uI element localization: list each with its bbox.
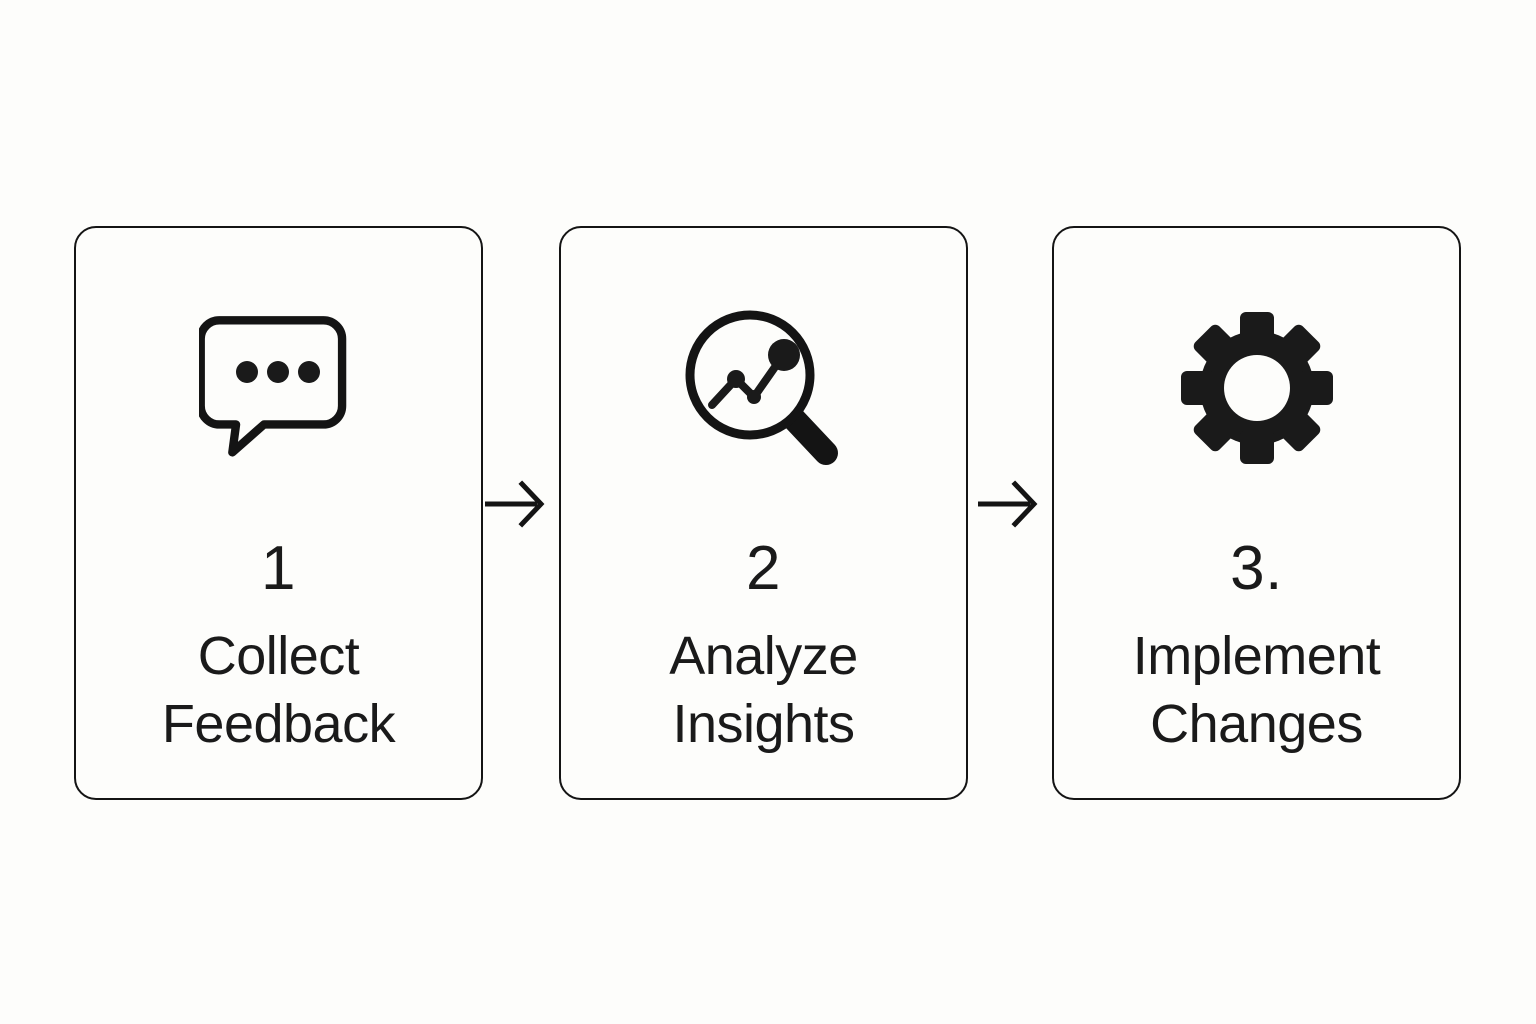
step-card-3[interactable]: 3. Implement Changes — [1052, 226, 1461, 800]
magnifying-glass-trend-icon — [676, 301, 851, 476]
step-3-icon-slot — [1054, 228, 1459, 538]
step-1-number: 1 — [261, 534, 296, 603]
step-card-2[interactable]: 2 Analyze Insights — [559, 226, 968, 800]
step-3-label: Implement Changes — [1132, 626, 1381, 754]
speech-bubble-dots-icon — [198, 308, 359, 468]
step-2-icon-slot — [561, 228, 966, 538]
arrow-right-icon — [977, 480, 1039, 534]
step-2-number: 2 — [746, 534, 781, 603]
step-1-icon-slot — [76, 228, 481, 538]
step-3-number: 3. — [1230, 534, 1283, 603]
gear-icon — [1177, 308, 1337, 468]
step-1-label: Collect Feedback — [161, 626, 396, 754]
step-2-label: Analyze Insights — [669, 626, 858, 754]
arrow-right-icon — [484, 480, 546, 534]
connector-arrow-1 — [484, 478, 546, 530]
step-card-1[interactable]: 1 Collect Feedback — [74, 226, 483, 800]
connector-arrow-2 — [977, 478, 1039, 530]
